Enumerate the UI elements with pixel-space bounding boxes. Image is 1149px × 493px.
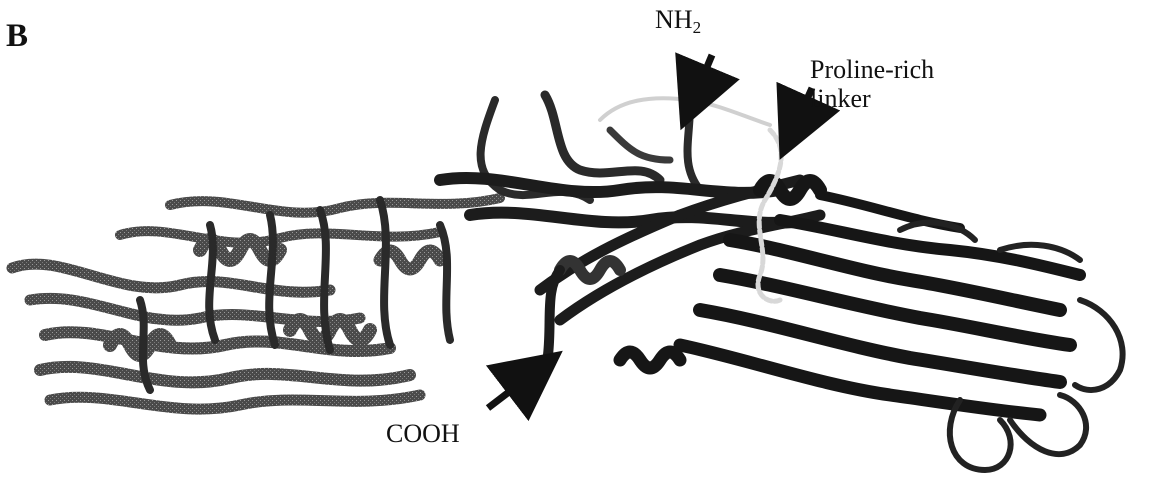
- proline-arrow: [776, 81, 841, 160]
- strand-left-5: [44, 389, 426, 415]
- proline-linker-label: Proline-rich linker: [810, 55, 980, 113]
- helix-left-2: [283, 313, 377, 347]
- strand-right-3: [693, 303, 1067, 389]
- proline-label-line2: linker: [810, 83, 871, 113]
- left-domain: [6, 193, 505, 415]
- central-region: [434, 90, 826, 360]
- panel-letter: B: [6, 18, 29, 54]
- nh2-label: NH2: [655, 5, 702, 38]
- left-domain-crossings: [136, 196, 454, 394]
- proline-label-line1: Proline-rich: [810, 55, 935, 84]
- nh2-strand: [683, 101, 704, 194]
- nh2-label-main: NH: [655, 5, 693, 34]
- bottom-right-loops: [897, 219, 1126, 474]
- strand-left-7: [165, 193, 505, 218]
- helix-right-2: [613, 345, 687, 375]
- right-domain: [613, 174, 1086, 422]
- central-helix: [554, 255, 626, 285]
- nh2-label-subscript: 2: [692, 18, 702, 37]
- strand-right-5: [774, 214, 1086, 281]
- strand-left-2: [24, 292, 366, 327]
- strand-left-4: [34, 360, 416, 389]
- top-loop-2: [540, 90, 665, 185]
- strand-left-3: [39, 326, 396, 358]
- cooh-label: COOH: [386, 419, 460, 448]
- helix-right-1: [753, 174, 827, 206]
- strand-right-2: [713, 268, 1077, 352]
- top-loop-3: [606, 126, 674, 164]
- strand-left-1: [6, 258, 336, 298]
- strand-left-6: [115, 226, 445, 248]
- proline-linker-trace: [755, 127, 784, 304]
- strand-right-1: [723, 233, 1067, 317]
- annotation-arrows: [485, 52, 841, 422]
- nh2-arrow: [675, 52, 740, 131]
- central-strand-1: [434, 171, 786, 199]
- strand-right-4: [673, 338, 1047, 422]
- linker-light-1: [598, 96, 772, 127]
- cooh-strand: [543, 265, 565, 360]
- helix-left-4: [373, 244, 447, 276]
- cooh-arrow: [485, 350, 563, 422]
